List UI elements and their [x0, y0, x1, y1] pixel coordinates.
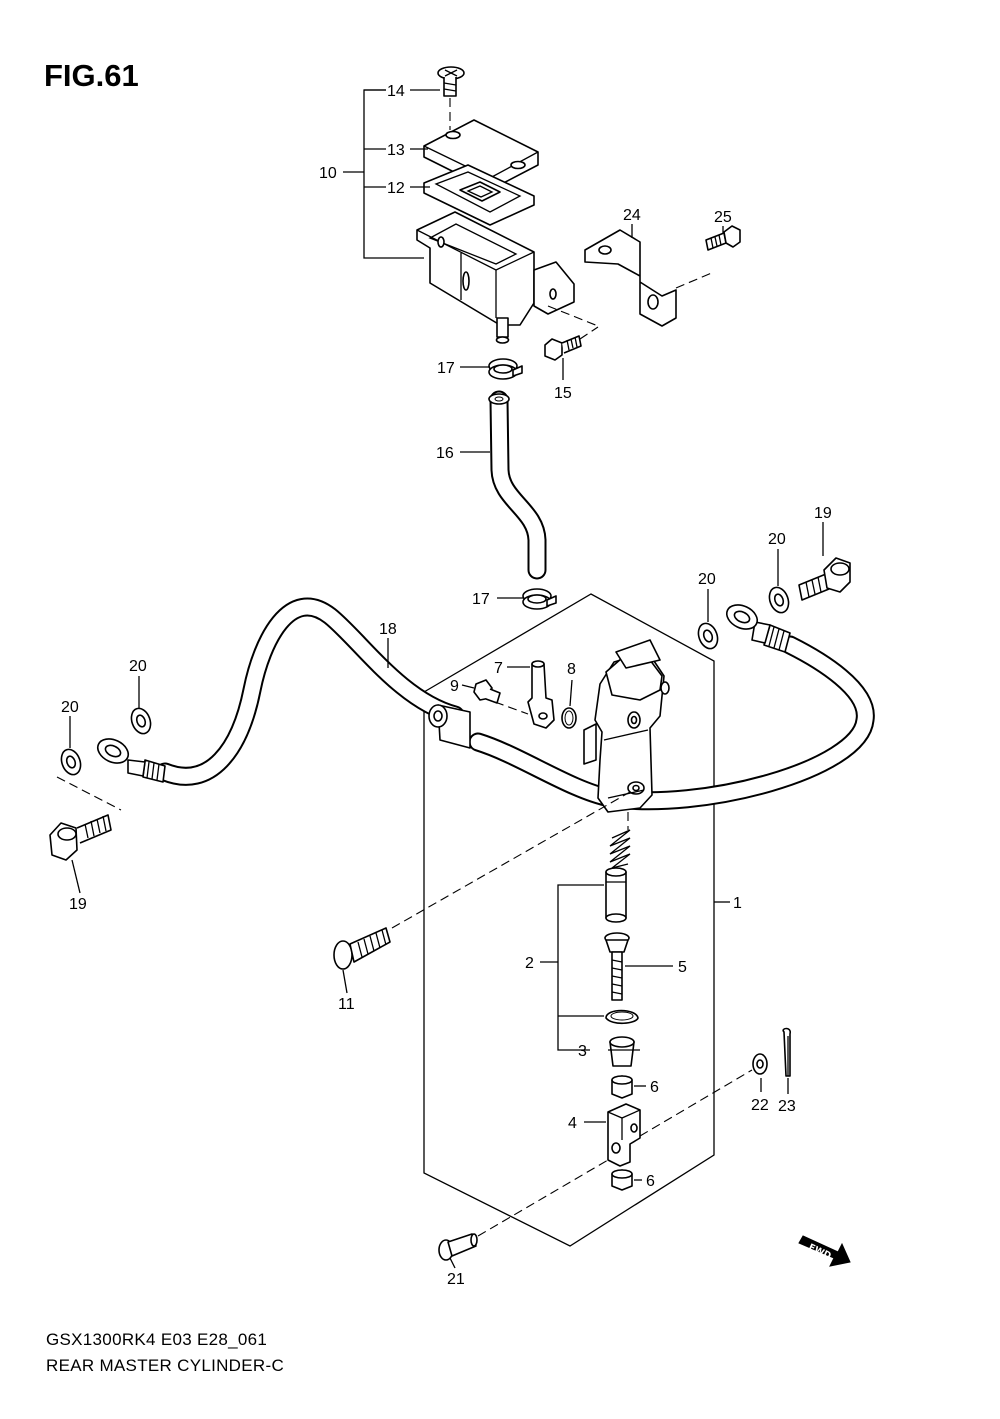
callout-8: 8 [567, 661, 576, 678]
callout-23: 23 [778, 1098, 796, 1115]
washer-22 [752, 1053, 768, 1075]
figure-caption: REAR MASTER CYLINDER-C [46, 1356, 285, 1375]
washer-20-left-high [130, 707, 152, 735]
callout-labels: 14 13 10 12 24 25 17 15 16 19 20 20 17 1… [61, 83, 832, 1288]
callout-9: 9 [450, 678, 459, 695]
callout-18: 18 [379, 621, 397, 638]
piston-2 [605, 867, 627, 923]
reservoir-tank [416, 66, 741, 361]
model-code: GSX1300RK4 E03 E28_061 [46, 1330, 268, 1349]
callout-13: 13 [387, 142, 405, 159]
nut-6-upper [611, 1075, 633, 1099]
union-bolt-19-right [798, 557, 851, 601]
callout-21: 21 [447, 1271, 465, 1288]
diaphragm-12 [423, 164, 535, 226]
hose-clamp-17-bottom [522, 588, 557, 610]
callout-24: 24 [623, 207, 641, 224]
callout-11: 10 [319, 165, 337, 182]
callout-20-left-high: 20 [129, 658, 147, 675]
callout-3: 3 [578, 1043, 587, 1060]
callout-4: 4 [568, 1115, 577, 1132]
clevis-pin-21 [438, 1233, 478, 1261]
screw-14 [437, 66, 465, 97]
screw-9 [473, 679, 501, 704]
washer-20-right-high [768, 586, 790, 614]
callout-10: 11 [338, 996, 355, 1013]
callout-7: 7 [494, 660, 503, 677]
spring [609, 829, 631, 869]
callout-5: 5 [678, 959, 687, 976]
nut-6-lower [611, 1169, 633, 1191]
callout-19-left: 19 [69, 896, 87, 913]
screw-10 [333, 927, 391, 970]
cylinder-assembly-outline [423, 593, 715, 1247]
callout-19-right: 19 [814, 505, 832, 522]
callout-17-top: 17 [437, 360, 455, 377]
callout-17-bottom: 17 [472, 591, 490, 608]
forward-arrow-icon: FWD [798, 1235, 851, 1267]
callout-20-right-low: 20 [698, 571, 716, 588]
callout-6-lower: 6 [646, 1173, 655, 1190]
callout-20-right-high: 20 [768, 531, 786, 548]
callout-15: 15 [554, 385, 572, 402]
callout-20-left-low: 20 [61, 699, 79, 716]
callout-2: 2 [525, 955, 534, 972]
circlip [605, 1009, 639, 1025]
washer-20-left-low [60, 748, 82, 776]
reservoir-hose-16 [488, 390, 547, 580]
bolt-15 [544, 335, 582, 361]
figure-title: FIG.61 [44, 58, 139, 93]
callout-14: 14 [387, 83, 405, 100]
callout-22: 22 [751, 1097, 769, 1114]
washer-20-right-low [697, 622, 719, 650]
o-ring-8 [561, 707, 577, 729]
master-cylinder-body [583, 639, 670, 813]
inlet-connector-7 [527, 660, 555, 729]
reservoir-body [416, 211, 575, 344]
callout-16: 16 [436, 445, 454, 462]
cotter-pin-23 [782, 1027, 791, 1077]
pushrod-5 [604, 932, 630, 1001]
boot-3 [609, 1036, 635, 1067]
callout-12: 12 [387, 180, 405, 197]
callout-6-upper: 6 [650, 1079, 659, 1096]
leader-lines [69, 89, 824, 1269]
clevis-4 [607, 1103, 641, 1167]
brake-hose-18 [96, 597, 875, 811]
union-bolt-19-left [49, 776, 122, 861]
callout-25: 25 [714, 209, 732, 226]
bolt-25 [705, 225, 741, 251]
hose-clamp-17-top [488, 358, 523, 380]
callout-1: 1 [733, 895, 742, 912]
bracket-24 [584, 229, 677, 327]
